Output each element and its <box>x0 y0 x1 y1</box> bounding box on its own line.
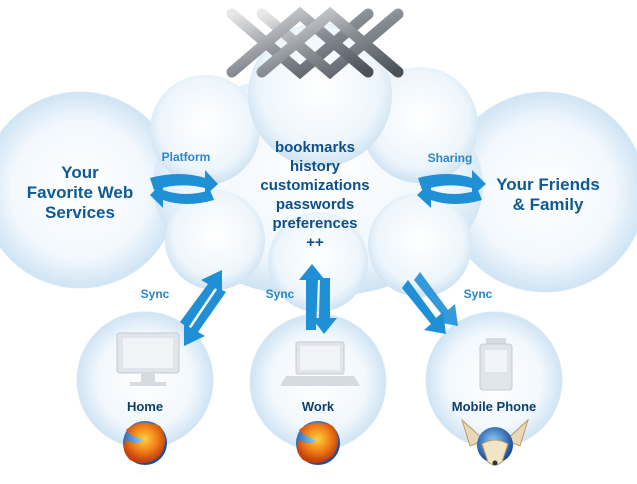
firefox-logo-icon <box>123 421 167 465</box>
sharing-label: Sharing <box>427 151 473 165</box>
item-bookmarks: bookmarks <box>274 139 356 156</box>
home-label: Home <box>126 399 164 414</box>
item-history: history <box>289 158 340 175</box>
fennec-logo-icon <box>460 418 530 466</box>
firefox-logo-icon <box>296 421 340 465</box>
left-node-label: Your Favorite Web Services <box>10 163 150 223</box>
synced-items-list: bookmarks history customizations passwor… <box>240 138 390 252</box>
mobile-phone-label: Mobile Phone <box>451 399 537 414</box>
desktop-monitor-icon <box>116 332 180 386</box>
platform-arrows-icon <box>150 170 218 208</box>
work-label: Work <box>301 399 335 414</box>
sync-middle-label: Sync <box>265 287 295 301</box>
left-node-line2: Favorite Web <box>26 183 134 202</box>
mobile-phone-icon <box>479 338 513 391</box>
laptop-icon <box>280 341 360 386</box>
left-node-line3: Services <box>45 203 115 222</box>
sync-right-label: Sync <box>463 287 493 301</box>
sync-right-arrows-icon <box>402 272 458 334</box>
right-node-label: Your Friends & Family <box>488 175 608 215</box>
right-node-line1: Your Friends <box>496 175 600 194</box>
item-preferences: preferences <box>272 215 358 232</box>
sharing-arrows-icon <box>417 170 486 208</box>
platform-label: Platform <box>161 150 211 164</box>
item-passwords: passwords <box>275 196 355 213</box>
celtic-knot-logo <box>226 6 404 80</box>
item-more: ++ <box>306 234 324 251</box>
right-node-line2: & Family <box>512 195 584 214</box>
sync-left-label: Sync <box>140 287 170 301</box>
item-customizations: customizations <box>260 177 370 194</box>
left-node-line1: Your <box>61 163 99 182</box>
sync-left-arrows-icon <box>180 270 226 346</box>
sync-middle-arrows-icon <box>299 264 337 334</box>
